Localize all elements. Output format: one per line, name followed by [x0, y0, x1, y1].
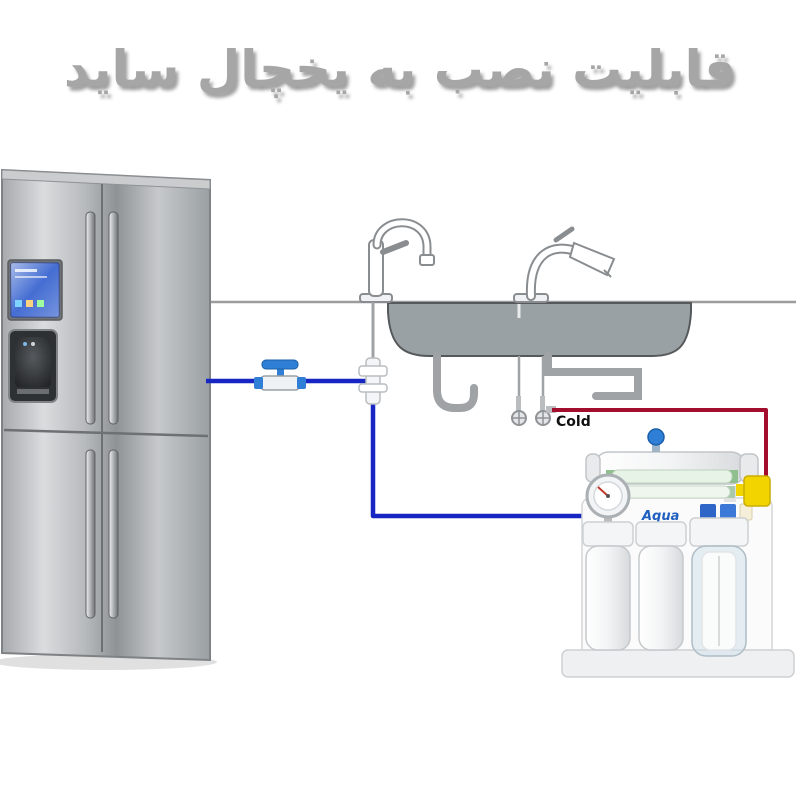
cold-water-valves [511, 396, 556, 426]
screen-tile [15, 300, 22, 307]
pressure-gauge [585, 473, 631, 522]
fridge-dispenser [8, 329, 58, 403]
drain-p-trap [433, 352, 478, 412]
spray-nozzle [603, 269, 612, 278]
screen-line [15, 269, 37, 272]
valve-handle [261, 359, 299, 370]
valve-end-cap [254, 377, 263, 389]
screen-tile [26, 300, 33, 307]
cold-label: Cold [556, 414, 591, 430]
valve-stem [652, 440, 660, 452]
fridge-body [0, 168, 211, 662]
fridge-door-gap-horizontal [3, 428, 209, 438]
fitting-nut [358, 365, 388, 377]
tube-red [552, 408, 768, 480]
fridge-handle [108, 211, 119, 425]
inline-filter [611, 469, 733, 484]
fitting-nut [358, 383, 388, 393]
faucet-neck [374, 220, 430, 259]
gauge-pivot [606, 494, 610, 498]
spray-head [568, 241, 616, 277]
fridge-handle [85, 211, 96, 425]
valve-pipe [516, 396, 521, 412]
unit-base [561, 649, 795, 678]
filter-cap [582, 521, 634, 547]
yellow-fitting [743, 475, 771, 507]
certification-badge [720, 504, 736, 520]
certification-badge [700, 504, 716, 520]
faucet-lever [553, 226, 575, 243]
sink-basin [387, 302, 692, 357]
fridge-handle [85, 449, 96, 619]
inline-filter [617, 485, 731, 499]
filter-housing [638, 545, 684, 651]
tee-fitting [358, 302, 388, 405]
gauge-needle [597, 486, 609, 497]
inline-filter-cap [728, 470, 738, 483]
drain-pipe [544, 352, 642, 400]
faucet-body [527, 245, 581, 299]
valve-stem [277, 368, 284, 379]
valve-outlet [546, 406, 556, 413]
pullout-faucet [513, 226, 616, 303]
screen-tile [37, 300, 44, 307]
kitchen-sink [387, 302, 692, 412]
filter-housing [585, 545, 631, 651]
brand-logo: Aqua [641, 509, 679, 524]
side-by-side-refrigerator [0, 168, 217, 670]
gooseneck-faucet [359, 218, 435, 303]
ro-filter-unit: Aqua [561, 428, 795, 678]
fitting-body [365, 357, 381, 405]
screen-line [15, 276, 47, 278]
filter-cap [689, 517, 749, 547]
dispenser-recess [15, 337, 51, 387]
fridge-display [7, 259, 63, 321]
faucet-lever [380, 240, 409, 255]
yellow-fitting-stub [736, 484, 746, 496]
tube-blue [206, 378, 588, 519]
valve-end-cap [297, 377, 306, 389]
inline-shutoff-valve [254, 359, 306, 391]
page-title: قابلیت نصب به یخچال ساید [63, 40, 737, 98]
filter-cap [635, 521, 687, 547]
fridge-top-cap [1, 169, 211, 190]
water-indicator-icon [23, 342, 27, 346]
valve-body [259, 375, 301, 391]
dispenser-tray [17, 389, 49, 394]
fridge-handle [108, 449, 119, 619]
inlet-valve-knob [647, 428, 665, 446]
faucet-spout [419, 254, 435, 266]
valve-pipe [540, 396, 545, 412]
ice-indicator-icon [31, 342, 35, 346]
